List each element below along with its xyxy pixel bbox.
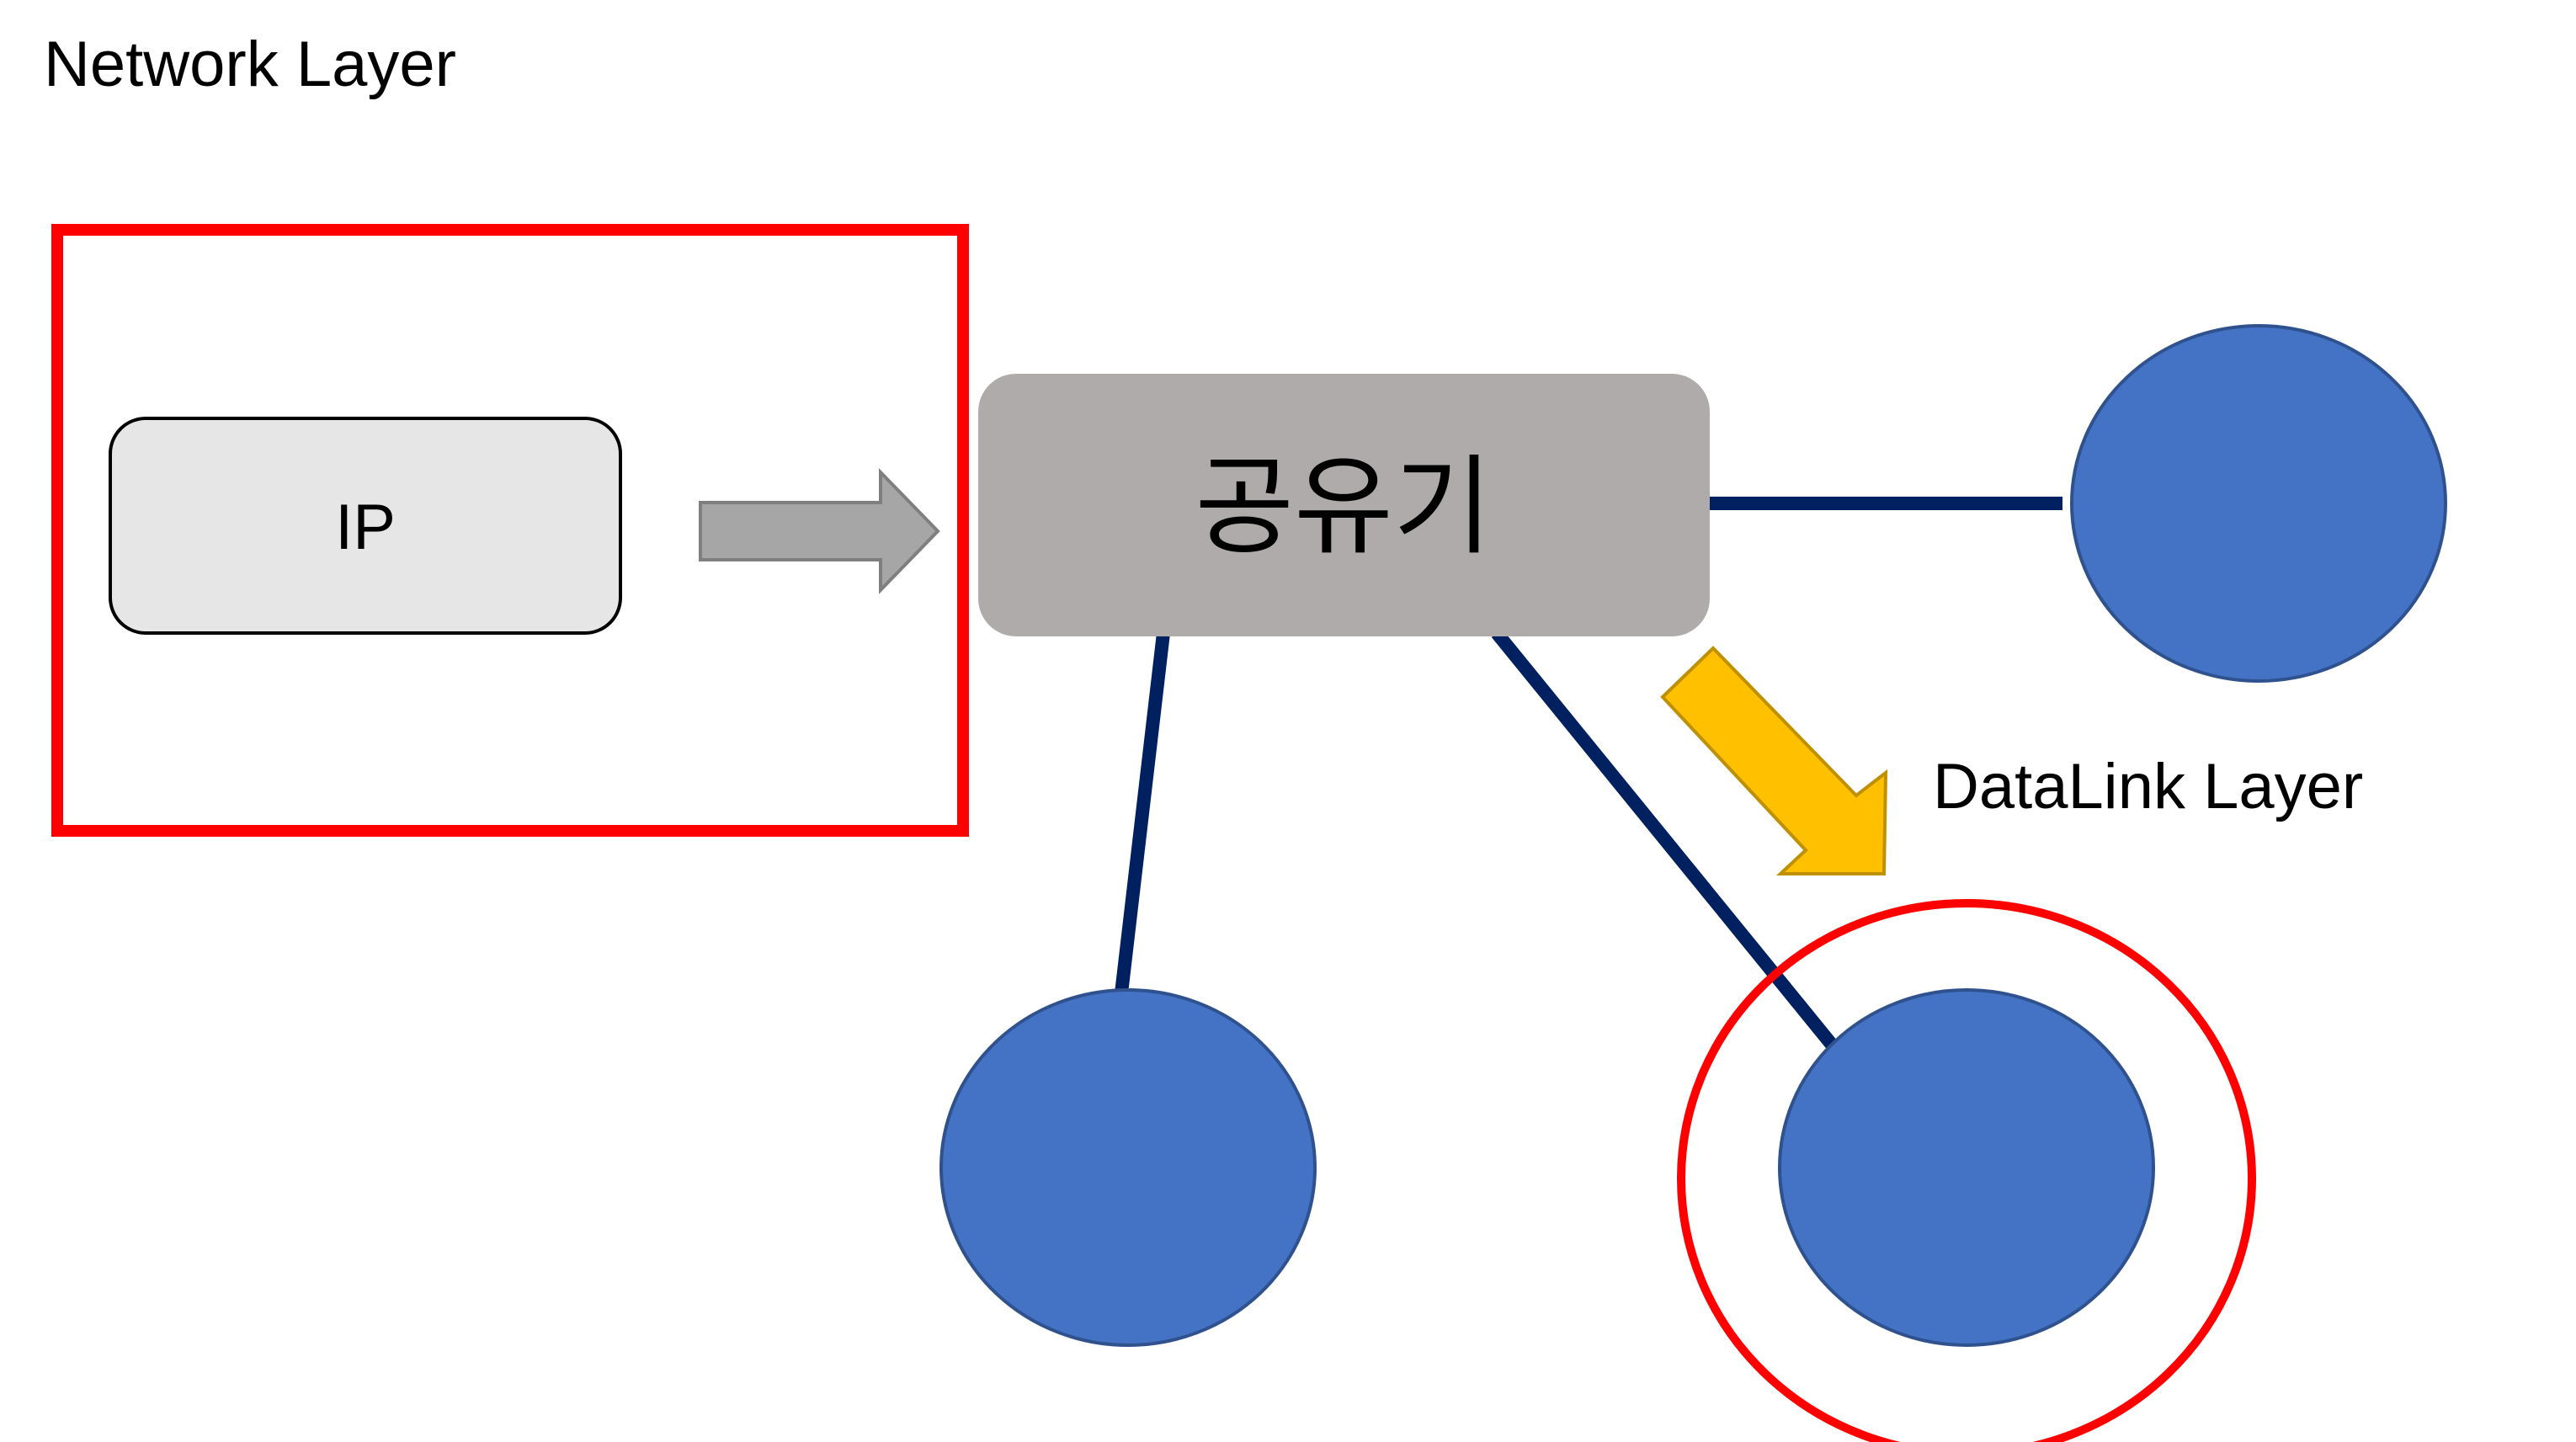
node-bottom-left bbox=[939, 988, 1317, 1347]
ip-box bbox=[109, 417, 622, 635]
router-box bbox=[978, 374, 1710, 636]
node-bottom-right bbox=[1778, 988, 2155, 1347]
link-router-bottom-right-node bbox=[1491, 628, 1841, 1054]
ip-box-label: IP bbox=[335, 492, 396, 563]
datalink-layer-label: DataLink Layer bbox=[1933, 751, 2363, 822]
router-label: 공유기 bbox=[1195, 444, 1492, 570]
node-right bbox=[2070, 324, 2447, 683]
network-layer-label: Network Layer bbox=[44, 29, 456, 100]
down-right-arrow-icon bbox=[1660, 646, 1888, 875]
datalink-highlight-circle bbox=[1677, 899, 2256, 1442]
network-layer-highlight-box bbox=[51, 224, 969, 837]
link-router-bottom-left-node bbox=[1115, 632, 1170, 994]
right-arrow-icon bbox=[699, 468, 940, 594]
